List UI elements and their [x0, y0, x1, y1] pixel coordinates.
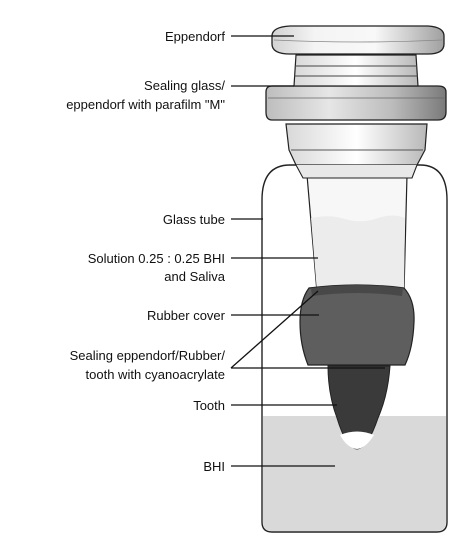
label-glass-tube: Glass tube [162, 212, 225, 227]
label-tooth: Tooth [193, 398, 225, 413]
label-solution-line1: Solution 0.25 : 0.25 BHI [87, 251, 225, 266]
tooth-tip [340, 431, 374, 449]
label-sealing-rubber-line2: tooth with cyanoacrylate [85, 367, 225, 382]
label-sealing-rubber-line1: Sealing eppendorf/Rubber/ [69, 348, 225, 363]
rubber-cover [299, 284, 415, 366]
parafilm [293, 54, 419, 87]
bhi-liquid [263, 416, 446, 531]
label-sealing-glass-line1: Sealing glass/ [144, 78, 225, 93]
neck-collar [285, 123, 428, 166]
eppendorf-cap [271, 25, 445, 55]
sealing-cap [265, 85, 447, 121]
label-rubber-cover: Rubber cover [146, 308, 225, 323]
label-solution-line2: and Saliva [164, 269, 225, 284]
solution-liquid [311, 215, 405, 292]
rubber-cover-rim [311, 285, 403, 296]
leader-sealing-rubber-a [230, 290, 319, 369]
label-sealing-glass-line2: eppendorf with parafilm "M" [66, 97, 225, 112]
label-bhi: BHI [203, 459, 225, 474]
label-eppendorf: Eppendorf [165, 29, 225, 44]
